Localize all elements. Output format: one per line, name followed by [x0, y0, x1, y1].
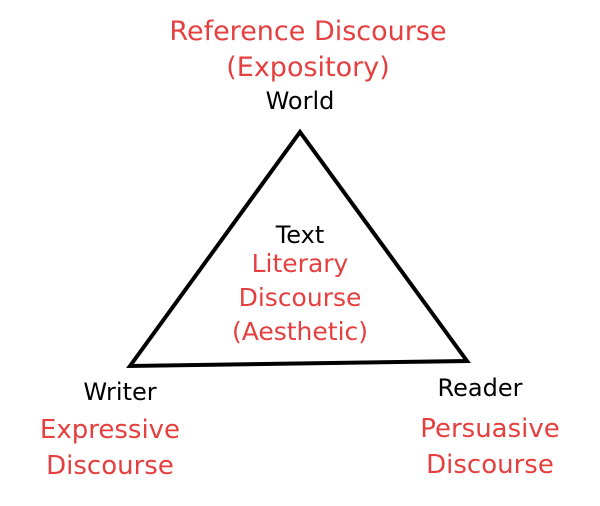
text-discourse-label: Literary Discourse (Aesthetic)	[0, 247, 600, 349]
writer-discourse-line-2: Discourse	[46, 451, 174, 481]
text-discourse-line-2: Discourse	[238, 283, 362, 312]
world-discourse-line-2: (Expository)	[226, 52, 390, 83]
writer-discourse-line-1: Expressive	[39, 415, 181, 445]
world-label: World	[265, 87, 335, 115]
world-discourse-label: Reference Discourse (Expository)	[0, 14, 600, 86]
text-discourse-line-3: (Aesthetic)	[231, 317, 369, 346]
world-discourse-line-1: Reference Discourse	[169, 16, 447, 47]
text-discourse-line-1: Literary	[251, 249, 349, 278]
reader-discourse-line-2: Discourse	[426, 450, 554, 480]
reader-discourse-label: Persuasive Discourse	[400, 411, 580, 483]
text-label: Text	[275, 221, 325, 249]
writer-discourse-label: Expressive Discourse	[20, 412, 200, 484]
writer-label: Writer	[83, 378, 157, 406]
triangle-outline	[126, 128, 471, 369]
reader-label: Reader	[437, 374, 523, 402]
reader-discourse-line-1: Persuasive	[420, 414, 560, 444]
